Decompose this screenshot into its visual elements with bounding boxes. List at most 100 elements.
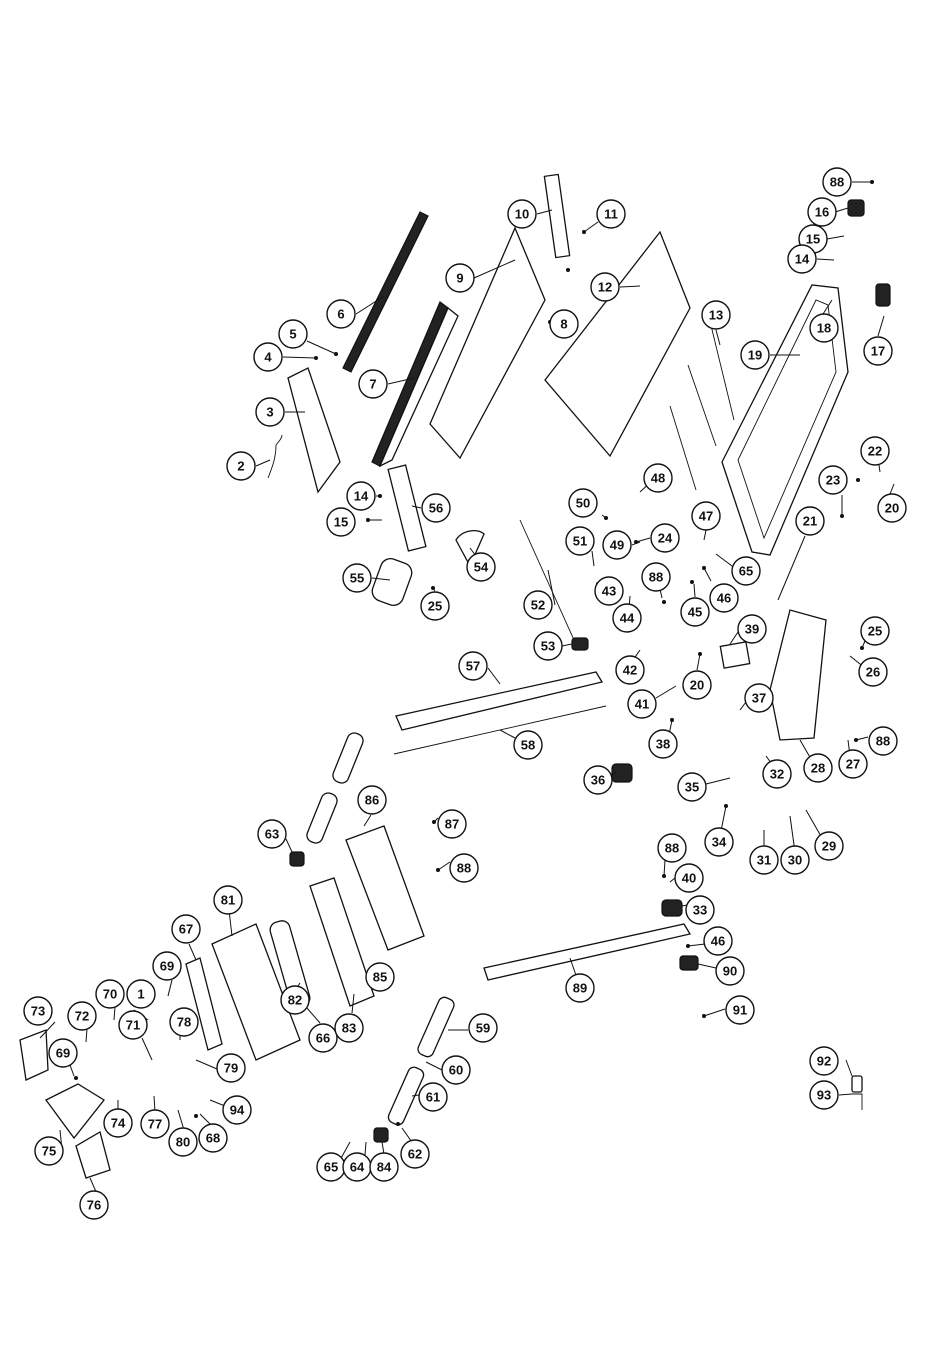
callout-label: 67 — [179, 922, 193, 937]
callout-41: 41 — [627, 689, 657, 719]
callout-90: 90 — [715, 956, 745, 986]
callout-label: 28 — [811, 761, 825, 776]
callout-label: 20 — [690, 678, 704, 693]
part-3-motor-cover — [287, 367, 341, 494]
callout-20: 20 — [877, 493, 907, 523]
callout-34: 34 — [704, 827, 734, 857]
callout-31: 31 — [749, 845, 779, 875]
callout-24: 24 — [650, 523, 680, 553]
part-6-belt-strip — [342, 211, 429, 373]
callout-label: 88 — [830, 175, 844, 190]
callout-9: 9 — [445, 263, 475, 293]
part-67-console-board — [185, 957, 223, 1051]
callout-84: 84 — [369, 1152, 399, 1182]
callout-label: 8 — [560, 317, 567, 332]
callout-label: 88 — [649, 570, 663, 585]
part-39-control-box — [719, 641, 751, 669]
callout-45: 45 — [680, 597, 710, 627]
callout-51: 51 — [565, 526, 595, 556]
part-81-console-frame — [211, 923, 301, 1061]
callout-label: 71 — [126, 1018, 140, 1033]
callout-label: 64 — [350, 1160, 365, 1175]
callout-label: 72 — [75, 1009, 89, 1024]
callout-82: 82 — [280, 985, 310, 1015]
callout-label: 45 — [688, 605, 702, 620]
part-33-foot — [661, 899, 683, 917]
hardware-dot — [74, 1076, 78, 1080]
callout-label: 15 — [806, 232, 820, 247]
callout-44: 44 — [612, 603, 642, 633]
callout-85: 85 — [365, 962, 395, 992]
part-83-upright-frame — [309, 877, 375, 1007]
callout-28: 28 — [803, 753, 833, 783]
callout-label: 86 — [365, 793, 379, 808]
callout-67: 67 — [171, 914, 201, 944]
callout-75: 75 — [34, 1136, 64, 1166]
part-28-base-plate — [769, 609, 827, 741]
part-7-rail-frame — [378, 306, 459, 468]
callout-label: 42 — [623, 663, 637, 678]
callout-group: 88 16 15 14 11 10 9 12 6 5 4 3 7 8 13 18… — [23, 167, 907, 1220]
callout-79: 79 — [216, 1053, 246, 1083]
callout-42: 42 — [615, 655, 645, 685]
callout-92: 92 — [809, 1046, 839, 1076]
callout-label: 1 — [137, 987, 144, 1002]
callout-label: 36 — [591, 773, 605, 788]
callout-69: 69 — [152, 951, 182, 981]
callout-71: 71 — [118, 1010, 148, 1040]
hardware-dot — [662, 600, 666, 604]
callout-1: 1 — [126, 979, 156, 1009]
callout-label: 88 — [876, 734, 890, 749]
callout-label: 80 — [176, 1135, 190, 1150]
callout-label: 47 — [699, 509, 713, 524]
callout-46: 46 — [703, 926, 733, 956]
callout-60: 60 — [441, 1055, 471, 1085]
callout-46: 46 — [709, 583, 739, 613]
part-handle-tube-lower — [306, 792, 338, 844]
callout-label: 93 — [817, 1088, 831, 1103]
callout-54: 54 — [466, 552, 496, 582]
callout-label: 51 — [573, 534, 587, 549]
part-93-allen-key — [852, 1093, 863, 1110]
part-86-upright-tray — [345, 825, 425, 951]
hardware-dot — [690, 580, 694, 584]
callout-19: 19 — [740, 340, 770, 370]
callout-91: 91 — [725, 995, 755, 1025]
callout-label: 12 — [598, 280, 612, 295]
callout-74: 74 — [103, 1108, 133, 1138]
callout-80: 80 — [168, 1127, 198, 1157]
callout-label: 6 — [337, 307, 344, 322]
callout-label: 53 — [541, 639, 555, 654]
callout-label: 89 — [573, 981, 587, 996]
callout-label: 34 — [712, 835, 727, 850]
callout-59: 59 — [468, 1013, 498, 1043]
callout-label: 46 — [717, 591, 731, 606]
callout-label: 11 — [604, 207, 618, 222]
callout-label: 59 — [476, 1021, 490, 1036]
callout-label: 79 — [224, 1061, 238, 1076]
callout-88: 88 — [657, 833, 687, 863]
callout-label: 17 — [871, 344, 885, 359]
callout-65: 65 — [316, 1152, 346, 1182]
callout-label: 21 — [803, 514, 817, 529]
callout-36: 36 — [583, 765, 613, 795]
callout-label: 5 — [289, 327, 296, 342]
callout-label: 57 — [466, 659, 480, 674]
callout-49: 49 — [602, 530, 632, 560]
part-12-deck-plate — [544, 230, 691, 458]
part-9-deck — [429, 226, 546, 460]
callout-48: 48 — [643, 463, 673, 493]
callout-label: 75 — [42, 1144, 56, 1159]
callout-label: 91 — [733, 1003, 747, 1018]
callout-18: 18 — [809, 313, 839, 343]
callout-label: 14 — [354, 489, 369, 504]
callout-56: 56 — [421, 493, 451, 523]
part-84-bracket — [373, 1127, 389, 1143]
callout-label: 41 — [635, 697, 649, 712]
callout-61: 61 — [418, 1082, 448, 1112]
callout-88: 88 — [822, 167, 852, 197]
hardware-dot — [566, 268, 570, 272]
callout-label: 58 — [521, 738, 535, 753]
callout-label: 20 — [885, 501, 899, 516]
part-16-bracket — [847, 199, 865, 217]
